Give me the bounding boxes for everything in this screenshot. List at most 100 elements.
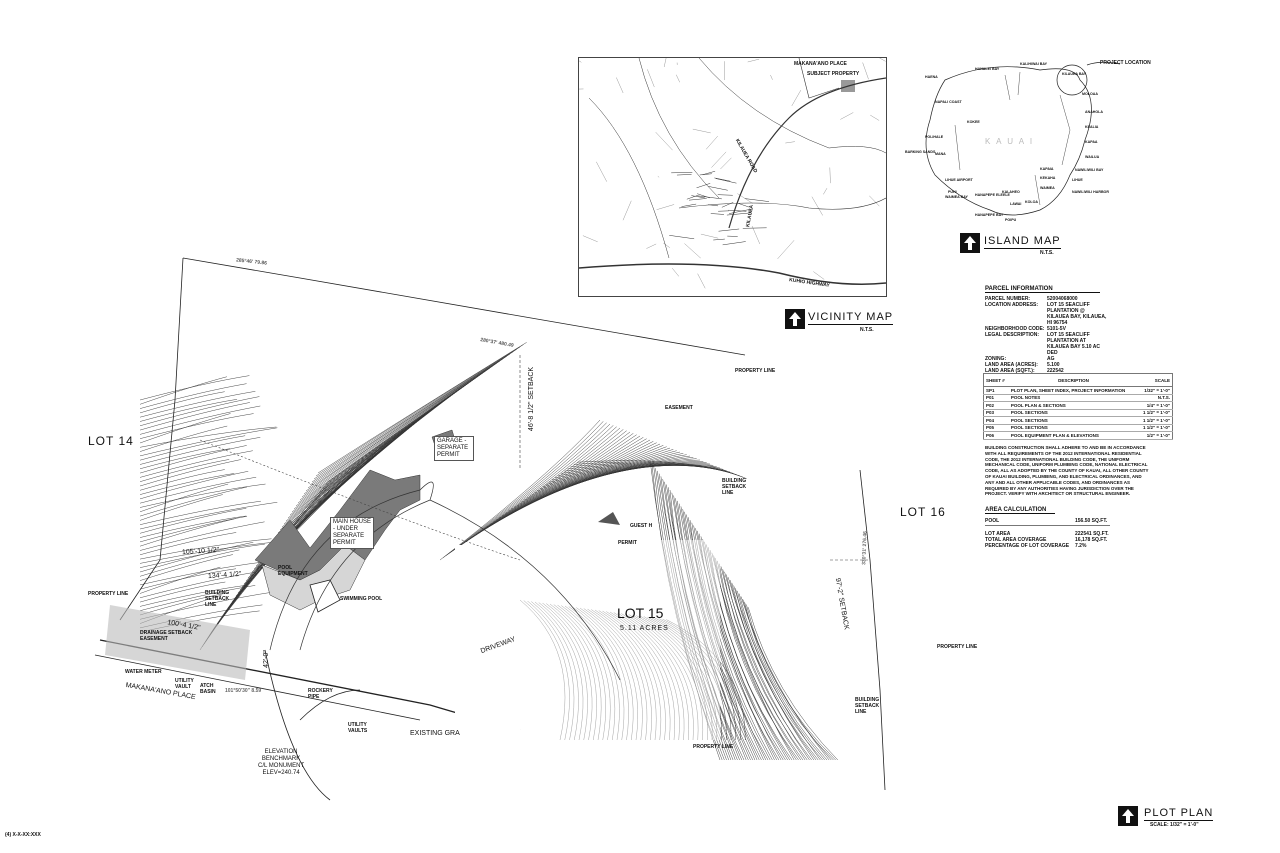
area-value: 16,178 SQ.FT.	[1075, 537, 1108, 543]
code-compliance-note: BUILDING CONSTRUCTION SHALL ADHERE TO AN…	[985, 445, 1149, 497]
vicinity-road	[728, 209, 747, 212]
contour-line	[139, 500, 261, 525]
contour-line	[139, 554, 233, 581]
vicinity-road	[647, 69, 655, 88]
main-house-label: MAIN HOUSE - UNDER SEPARATE PERMIT	[330, 517, 374, 549]
island-place-label: MOLOAA	[1082, 92, 1098, 96]
parcel-key: LAND AREA (ACRES):	[985, 362, 1038, 368]
garage-label: GARAGE - SEPARATE PERMIT	[434, 436, 474, 461]
contour-line	[139, 471, 249, 500]
vicinity-road	[840, 112, 854, 120]
sheet-index-header-cell: SHEET #	[983, 373, 1009, 387]
vicinity-road	[664, 58, 667, 68]
island-place-label: KAPAA	[1085, 140, 1098, 144]
island-place-label: KEALIA	[1085, 125, 1099, 129]
setback-line-label: BUILDING SETBACK LINE	[722, 478, 747, 496]
drainage-easement-label: DRAINAGE SETBACK EASEMENT	[140, 630, 193, 642]
island-place-label: LIHUE	[1072, 178, 1083, 182]
island-place-label: HANAPEPE ELEELE	[975, 193, 1010, 197]
benchmark-leader	[264, 649, 331, 801]
vicinity-road	[710, 213, 725, 215]
vicinity-road	[692, 128, 711, 134]
vicinity-road	[691, 195, 705, 199]
vicinity-road	[869, 195, 880, 207]
lot-15-label: LOT 15	[617, 605, 664, 621]
sheet-index-cell: N.T.S.	[1138, 394, 1173, 402]
vicinity-road	[747, 59, 760, 63]
blank-area	[520, 540, 720, 740]
island-map	[925, 61, 1121, 216]
vicinity-road	[785, 141, 795, 144]
contour-line	[139, 518, 236, 547]
lot-15-area: 5.11 ACRES	[620, 625, 669, 632]
vicinity-road	[696, 183, 711, 189]
vicinity-road	[862, 62, 869, 80]
contour-line	[139, 435, 246, 461]
catch-basin-label: ATCH BASIN	[200, 683, 216, 695]
vicinity-road	[717, 194, 733, 196]
island-place-label: HAENA	[925, 75, 938, 79]
benchmark-line: C/L MONUMENT	[258, 763, 305, 769]
island-place-label: NAWILIWILI HARBOR	[1072, 190, 1109, 194]
property-line-label: PROPERTY LINE	[937, 644, 978, 650]
contour-line	[139, 543, 265, 568]
sheet-index-cell: PLOT PLAN, SHEET INDEX, PROJECT INFORMAT…	[1008, 386, 1139, 395]
area-key: PERCENTAGE OF LOT COVERAGE	[985, 543, 1070, 549]
property-line-label: PROPERTY LINE	[88, 591, 129, 597]
sheet-index-cell: POOL EQUIPMENT PLAN & ELEVATIONS	[1008, 431, 1139, 440]
sheet-index-cell: POOL SECTIONS	[1008, 424, 1139, 432]
vicinity-road	[579, 60, 582, 63]
vicinity-road	[672, 268, 679, 277]
vicinity-road	[791, 90, 801, 107]
vicinity-road	[681, 203, 697, 207]
sheet-index-cell: P05	[983, 424, 1009, 432]
contour-line	[317, 342, 527, 474]
vicinity-map-roads	[579, 58, 886, 289]
contour-line	[139, 459, 230, 482]
contour-line	[746, 604, 836, 761]
island-place-label: NAPALI COAST	[935, 100, 962, 104]
vicinity-road	[706, 135, 718, 150]
parcel-key: ZONING:	[985, 356, 1007, 362]
island-place-label: HANAPEPE BAY	[975, 213, 1004, 217]
vicinity-road	[744, 198, 770, 202]
contour-line	[313, 346, 521, 480]
contour-line	[446, 422, 607, 556]
swimming-pool-label: SWIMMING POOL	[340, 596, 383, 602]
vicinity-road	[655, 132, 673, 151]
plot-plan-scale: SCALE: 1/32" = 1'-0"	[1150, 822, 1199, 828]
parcel-value: LOT 15 SEACLIFF PLANTATION AT KILAUEA BA…	[1047, 332, 1100, 356]
benchmark-line: ELEV=240.74	[262, 770, 300, 776]
island-place-label: POIPU	[1005, 218, 1017, 222]
sheet-index-cell: SP1	[983, 386, 1009, 395]
contour-line	[449, 423, 611, 554]
north-arrow-icon	[1118, 806, 1138, 826]
vicinity-road	[656, 204, 675, 210]
drainage-easement-hatch	[105, 605, 250, 680]
contour-line	[139, 402, 250, 431]
benchmark-label: ELEVATION BENCHMARK C/L MONUMENT ELEV=24…	[258, 749, 304, 777]
contour-line	[747, 607, 838, 761]
vicinity-road	[697, 195, 722, 200]
vicinity-road	[678, 197, 886, 210]
lot-14-label: LOT 14	[88, 434, 134, 448]
contour-line	[139, 521, 265, 551]
parcel-information-title: PARCEL INFORMATION	[985, 286, 1100, 293]
contour-line	[139, 516, 248, 543]
island-place-label: WAILUA	[1085, 155, 1100, 159]
parcel-value: 5.100	[1047, 362, 1060, 368]
bearing-dimension: 101°50'30" 8.59	[225, 688, 262, 694]
vicinity-road	[596, 161, 607, 182]
contour-line	[139, 541, 276, 564]
contour-line	[139, 502, 278, 530]
north-property-line	[182, 257, 746, 356]
island-place-label: KEKAHA	[1040, 176, 1056, 180]
